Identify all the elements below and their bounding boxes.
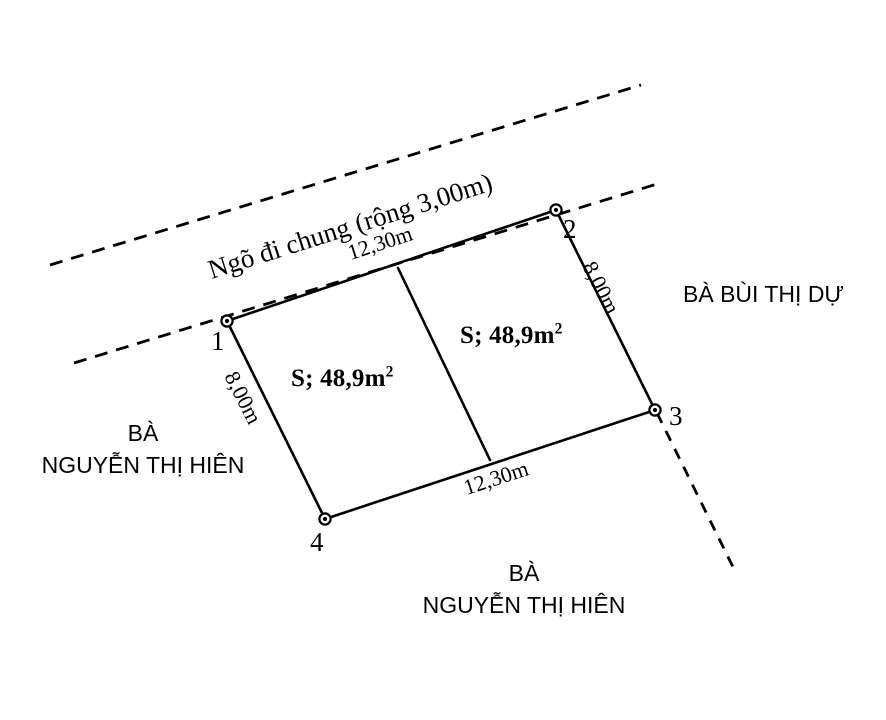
neighbor-east-label: BÀ BÙI THỊ DỰ	[683, 281, 845, 307]
vertex-label-4: 4	[310, 527, 324, 557]
parcel-area-label-left: S; 48,9m2	[291, 363, 394, 392]
vertex-label-3: 3	[669, 401, 683, 431]
parcel-area-label-right: S; 48,9m2	[460, 320, 563, 349]
vertex-label-2: 2	[563, 214, 577, 244]
parcel-area-text-right: S; 48,9m	[460, 322, 555, 349]
neighbor-west-line2: NGUYỄN THỊ HIÊN	[41, 452, 245, 478]
neighbor-south-line2: NGUYỄN THỊ HIÊN	[422, 592, 626, 618]
parcel-area-text-left: S; 48,9m	[291, 365, 386, 392]
parcel-divider-line	[396, 266, 492, 462]
alley-upper-boundary-line	[49, 83, 642, 267]
vertex-marker-4	[318, 512, 332, 526]
parcel-area-exponent-left: 2	[385, 363, 394, 381]
vertex-label-1: 1	[211, 326, 225, 356]
neighbor-south-label: BÀ NGUYỄN THỊ HIÊN	[415, 562, 633, 617]
neighbor-west-line1: BÀ	[127, 420, 159, 446]
vertex-marker-3	[648, 403, 662, 417]
vertex-marker-2	[549, 203, 563, 217]
neighbor-west-label: BÀ NGUYỄN THỊ HIÊN	[34, 422, 252, 477]
parcel-area-exponent-right: 2	[554, 320, 563, 338]
vertex-marker-1	[220, 314, 234, 328]
southeast-boundary-dashed-line	[655, 412, 736, 570]
neighbor-south-line1: BÀ	[508, 560, 540, 586]
